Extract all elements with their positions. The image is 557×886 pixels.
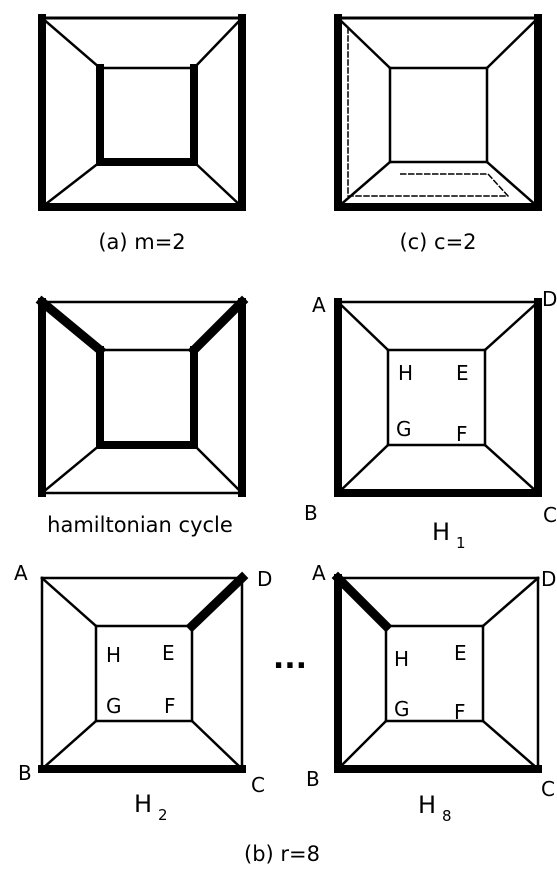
- hamiltonian-spokes: [35, 295, 249, 495]
- h8-vertex-b: B: [306, 767, 320, 791]
- panel-a-outer-square: [38, 14, 246, 211]
- h1-vertex-c: C: [543, 503, 557, 527]
- caption-a: (a) m=2: [98, 230, 185, 254]
- h8-vertex-d: D: [541, 567, 556, 591]
- h1-inner-square: [386, 348, 487, 447]
- h1-vertex-a: A: [312, 293, 326, 317]
- h1-vertex-d: D: [542, 287, 557, 311]
- h2-vertex-e: E: [162, 641, 175, 665]
- panel-c-graph: [334, 14, 542, 211]
- panel-a-inner-square: [96, 64, 198, 166]
- h2-vertex-a: A: [14, 561, 28, 585]
- h8-vertex-a: A: [312, 561, 326, 585]
- caption-hamiltonian-cycle: hamiltonian cycle: [47, 513, 233, 537]
- h8-vertex-c: C: [541, 777, 555, 801]
- h1-vertex-b: B: [304, 501, 318, 525]
- h2-vertex-c: C: [251, 773, 265, 797]
- h2-outer-square: [38, 576, 246, 773]
- h2-vertex-b: B: [18, 761, 32, 785]
- panel-c-dashed-path: [347, 27, 510, 197]
- h1-spokes: [336, 300, 540, 495]
- panel-c-spokes: [336, 16, 540, 209]
- h1-outer-square: [334, 298, 542, 497]
- h2-vertex-g: G: [106, 694, 122, 718]
- h2-graph: [38, 571, 249, 773]
- h8-vertex-h: H: [394, 647, 409, 671]
- h1-graph: [334, 298, 542, 497]
- hamiltonian-outer-square: [38, 298, 246, 497]
- h8-outer-square: [334, 574, 542, 773]
- h2-vertex-d: D: [257, 567, 272, 591]
- ellipsis: ...: [273, 641, 307, 676]
- hamiltonian-graph: [35, 295, 249, 497]
- panel-c-outer-square: [334, 14, 542, 211]
- h8-vertex-e: E: [454, 641, 467, 665]
- h2-vertex-h: H: [106, 643, 121, 667]
- h1-vertex-f: F: [456, 422, 468, 446]
- h1-vertex-g: G: [396, 417, 412, 441]
- h2-spokes: [40, 571, 249, 771]
- h1-vertex-h: H: [398, 361, 413, 385]
- h8-vertex-g: G: [394, 697, 410, 721]
- panel-a-spokes: [40, 16, 244, 209]
- h8-spokes: [331, 571, 540, 771]
- panel-a-graph: [38, 14, 246, 211]
- panel-c-inner-square: [388, 66, 489, 164]
- h1-vertex-e: E: [456, 361, 469, 385]
- h8-vertex-f: F: [454, 700, 466, 724]
- h8-graph: [331, 571, 542, 773]
- hamiltonian-inner-square: [96, 346, 198, 449]
- h8-inner-square: [384, 624, 485, 723]
- caption-b: (b) r=8: [244, 842, 320, 866]
- h2-inner-square: [94, 624, 194, 723]
- h2-vertex-f: F: [164, 694, 176, 718]
- caption-c: (c) c=2: [399, 230, 476, 254]
